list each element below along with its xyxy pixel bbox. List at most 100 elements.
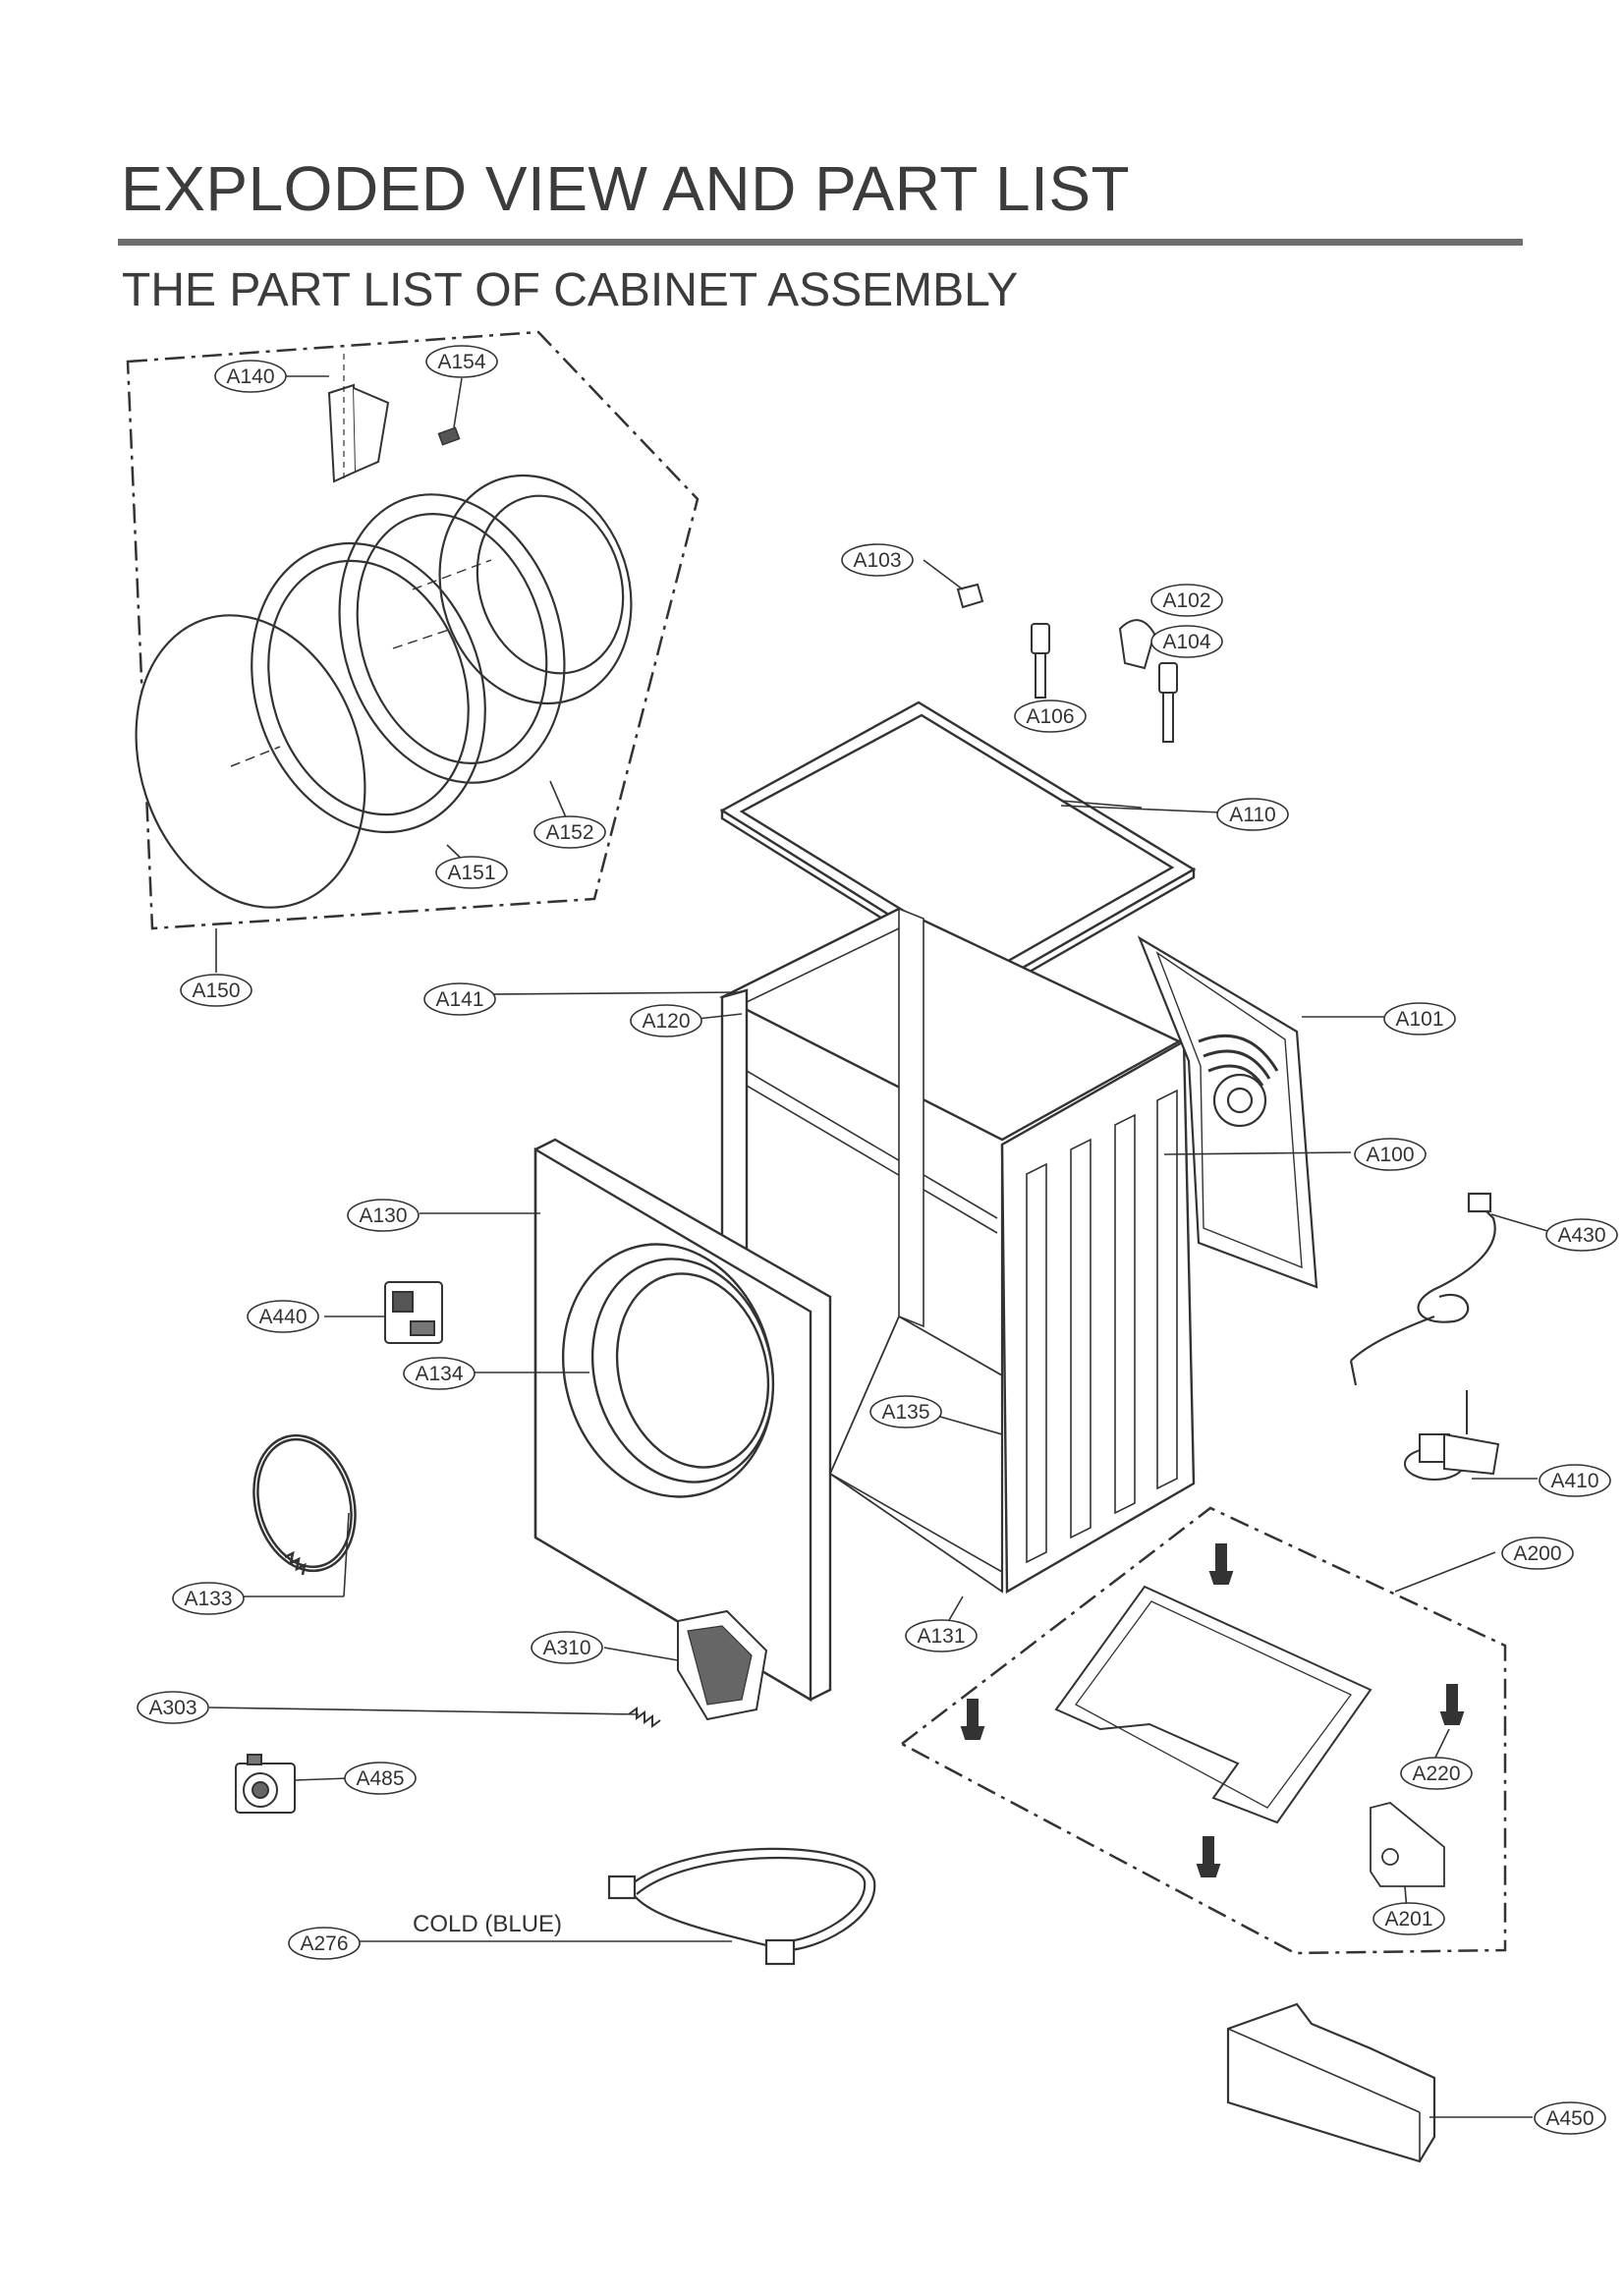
callout-bubble (1372, 1902, 1445, 1935)
callout-label: A430 (1557, 1224, 1605, 1247)
section-subtitle: THE PART LIST OF CABINET ASSEMBLY (122, 264, 1019, 316)
callout-a410: A410 (1539, 1464, 1611, 1497)
door-lock-drawing (384, 1281, 443, 1344)
callout-bubble (630, 1004, 702, 1037)
callout-label: A151 (447, 862, 495, 884)
base-frame-drawing (1054, 1585, 1372, 1824)
callout-bubble (1534, 2101, 1606, 2135)
callout-a303: A303 (137, 1691, 209, 1724)
callout-bubble (1150, 584, 1223, 617)
callout-bubble (423, 982, 496, 1016)
callout-label: A140 (226, 365, 274, 388)
callout-a201: A201 (1372, 1902, 1445, 1935)
callout-label: A201 (1384, 1908, 1432, 1931)
callout-bubble (905, 1619, 978, 1652)
part-a485-drawing (235, 1754, 296, 1814)
callout-label: A152 (545, 821, 593, 844)
callout-a200: A200 (1501, 1537, 1574, 1570)
callout-bubble (344, 1762, 417, 1795)
callout-a430: A430 (1545, 1218, 1618, 1252)
callout-bubble (347, 1199, 420, 1232)
callout-label: A101 (1395, 1008, 1443, 1031)
callout-label: A276 (300, 1932, 348, 1955)
callout-label: A440 (258, 1306, 307, 1328)
callout-label: A310 (542, 1637, 590, 1659)
callout-label: A102 (1162, 589, 1210, 612)
top-plate-drawing (719, 700, 1197, 993)
callout-label: A120 (642, 1010, 690, 1033)
callout-a152: A152 (533, 815, 606, 849)
callout-a485: A485 (344, 1762, 417, 1795)
clamp-ring-drawing (252, 1433, 357, 1576)
callout-label: A103 (853, 549, 901, 572)
callout-bubble (403, 1357, 476, 1390)
callout-bubble (180, 974, 252, 1007)
callout-a135: A135 (869, 1395, 942, 1428)
callout-bubble (869, 1395, 942, 1428)
callout-bubble (1216, 798, 1289, 831)
hose-label: COLD (BLUE) (413, 1911, 562, 1937)
callout-bubble (841, 543, 914, 577)
callout-bubble (288, 1927, 361, 1960)
callout-a101: A101 (1383, 1002, 1456, 1036)
title-rule (118, 239, 1523, 246)
door-glass-drawing (135, 614, 366, 909)
callout-label: A135 (881, 1401, 929, 1424)
callout-bubble (435, 856, 508, 889)
callout-a102: A102 (1150, 584, 1223, 617)
door-frame-drawing (251, 474, 633, 834)
callout-a450: A450 (1534, 2101, 1606, 2135)
door-hinge-drawing (327, 354, 390, 483)
callout-label: A141 (435, 988, 483, 1011)
callout-bubble (1014, 700, 1087, 733)
callout-bubble (1383, 1002, 1456, 1036)
callout-a100: A100 (1354, 1138, 1427, 1171)
callout-a110: A110 (1216, 798, 1289, 831)
callout-bubble (1400, 1757, 1473, 1790)
callout-label: A485 (356, 1767, 404, 1790)
spring-drawing (628, 1707, 661, 1728)
callout-bubble (1501, 1537, 1574, 1570)
callout-label: A106 (1026, 705, 1074, 728)
base-assembly-boundary (899, 1506, 1507, 1955)
callout-bubble (1545, 1218, 1618, 1252)
callout-bubble (214, 360, 287, 393)
callout-bubble (247, 1300, 319, 1333)
callout-a106: A106 (1014, 700, 1087, 733)
feet-drawing (960, 1543, 1465, 1877)
pressure-sensor-drawing (1404, 1390, 1500, 1481)
callout-label: A200 (1513, 1542, 1561, 1565)
page-title: EXPLODED VIEW AND PART LIST (121, 153, 1131, 224)
callout-a130: A130 (347, 1199, 420, 1232)
callout-a310: A310 (531, 1631, 603, 1664)
callout-label: A100 (1366, 1144, 1414, 1166)
callout-bubble (1354, 1138, 1427, 1171)
callout-a131: A131 (905, 1619, 978, 1652)
callout-bubble (531, 1631, 603, 1664)
callout-label: A154 (437, 351, 485, 373)
callout-a440: A440 (247, 1300, 319, 1333)
callout-label: A220 (1412, 1763, 1460, 1785)
callout-label: A450 (1545, 2107, 1594, 2130)
inlet-hose-drawing (607, 1847, 876, 1966)
callout-bubble (1539, 1464, 1611, 1497)
callout-a120: A120 (630, 1004, 702, 1037)
callout-label: A130 (359, 1204, 407, 1227)
callout-a104: A104 (1150, 625, 1223, 658)
door-assembly-boundary (126, 330, 700, 930)
callout-bubble (172, 1582, 245, 1615)
callout-a133: A133 (172, 1582, 245, 1615)
back-cover-drawing (1137, 935, 1318, 1289)
callout-label: A110 (1229, 804, 1276, 826)
leader-lines (208, 375, 1555, 2118)
callout-bubble (137, 1691, 209, 1724)
front-panel-drawing (533, 1138, 832, 1703)
control-bracket-drawing (1226, 2002, 1436, 2163)
callout-a151: A151 (435, 856, 508, 889)
callout-a150: A150 (180, 974, 252, 1007)
callout-label: A131 (917, 1625, 965, 1648)
bracket-drawing (1370, 1802, 1445, 1887)
power-cord-drawing (1349, 1192, 1496, 1386)
